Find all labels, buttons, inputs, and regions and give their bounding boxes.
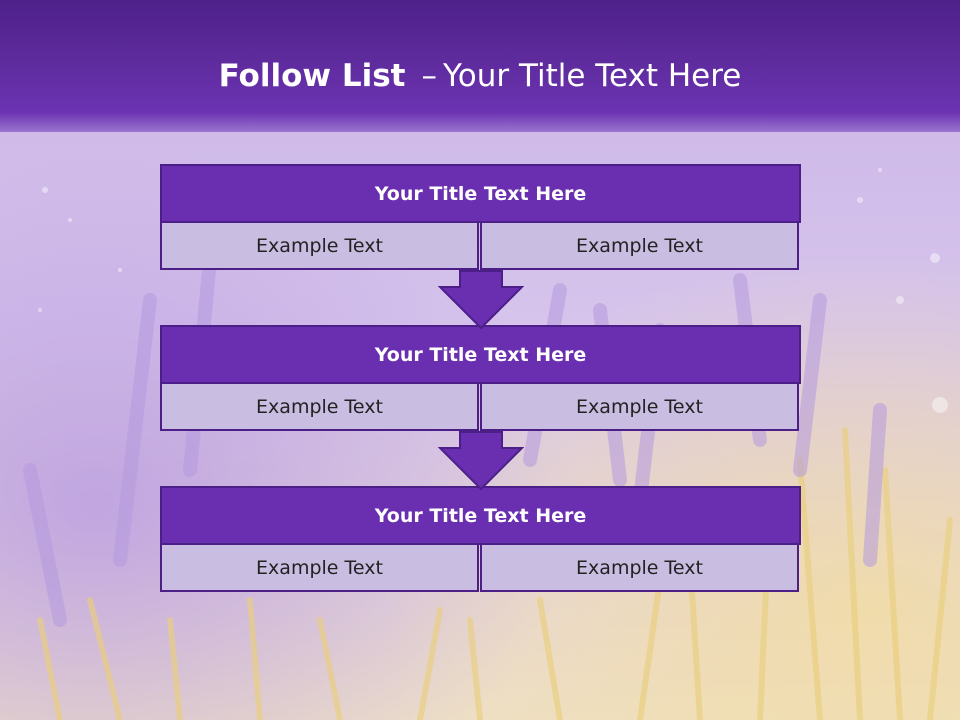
step-title-2: Your Title Text Here (160, 325, 801, 384)
step-block-3: Your Title Text Here Example Text Exampl… (160, 486, 801, 592)
header-band: Follow List–Your Title Text Here (0, 0, 960, 132)
title-bold: Follow List (218, 58, 406, 94)
step-3-right-text: Example Text (480, 543, 799, 592)
title-dash: – (421, 58, 437, 94)
step-title-1: Your Title Text Here (160, 164, 801, 223)
step-2-right-text: Example Text (480, 382, 799, 431)
step-1-right-text: Example Text (480, 221, 799, 270)
down-arrow-icon (438, 431, 524, 491)
step-3-left-text: Example Text (160, 543, 479, 592)
title-rest: Your Title Text Here (442, 58, 742, 94)
step-block-1: Your Title Text Here Example Text Exampl… (160, 164, 801, 270)
slide-title: Follow List–Your Title Text Here (0, 56, 960, 96)
step-2-left-text: Example Text (160, 382, 479, 431)
step-1-left-text: Example Text (160, 221, 479, 270)
step-block-2: Your Title Text Here Example Text Exampl… (160, 325, 801, 431)
step-title-3: Your Title Text Here (160, 486, 801, 545)
down-arrow-icon (438, 270, 524, 330)
